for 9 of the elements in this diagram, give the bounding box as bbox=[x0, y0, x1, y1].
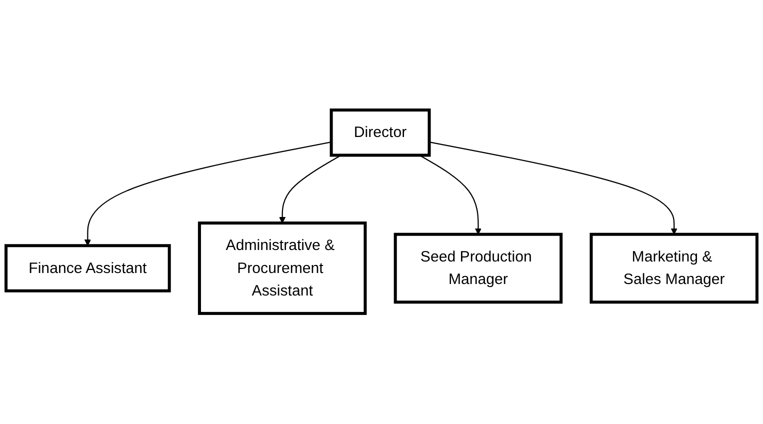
node-box: Finance Assistant bbox=[4, 244, 171, 293]
arrow bbox=[84, 142, 332, 246]
arrow bbox=[279, 155, 342, 224]
node-box: Marketing & Sales Manager bbox=[590, 233, 758, 304]
node-box: Seed Production Manager bbox=[394, 233, 563, 304]
node-box: Director bbox=[330, 108, 431, 157]
node-box: Administrative & Procurement Assistant bbox=[198, 222, 367, 316]
arrow bbox=[419, 155, 482, 235]
arrow bbox=[429, 142, 678, 235]
